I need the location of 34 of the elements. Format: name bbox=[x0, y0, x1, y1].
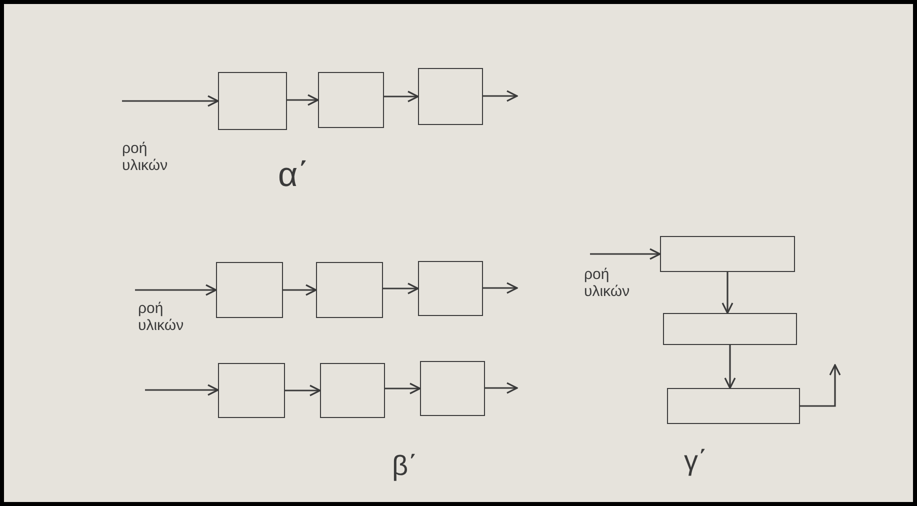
arrow bbox=[283, 284, 317, 296]
arrow bbox=[383, 282, 419, 294]
diagram-label: α΄ bbox=[278, 155, 309, 196]
empty-box bbox=[316, 262, 383, 318]
empty-box bbox=[667, 388, 800, 424]
empty-box bbox=[218, 363, 285, 418]
arrow bbox=[384, 90, 419, 102]
arrow bbox=[135, 284, 217, 296]
arrow bbox=[590, 248, 661, 260]
arrow bbox=[145, 384, 219, 396]
diagram-label: ροή υλικών bbox=[584, 266, 631, 300]
arrow bbox=[483, 90, 518, 102]
arrow bbox=[122, 95, 219, 107]
arrow bbox=[800, 364, 841, 407]
empty-box bbox=[218, 72, 287, 130]
empty-box bbox=[216, 262, 283, 318]
arrow bbox=[485, 382, 518, 394]
diagram-label: β΄ bbox=[392, 449, 418, 483]
diagram-label: γ΄ bbox=[684, 444, 708, 478]
arrow bbox=[285, 384, 321, 396]
arrow bbox=[722, 272, 734, 314]
arrow bbox=[385, 382, 421, 394]
empty-box bbox=[663, 313, 797, 345]
empty-box bbox=[420, 361, 485, 416]
diagram-label: ροή υλικών bbox=[138, 300, 185, 334]
arrow bbox=[483, 282, 518, 294]
empty-box bbox=[418, 261, 483, 316]
empty-box bbox=[418, 68, 483, 125]
arrow bbox=[724, 345, 736, 389]
diagram-label: ροή υλικών bbox=[122, 140, 169, 174]
empty-box bbox=[320, 363, 385, 418]
arrow bbox=[287, 94, 319, 106]
empty-box bbox=[318, 72, 384, 128]
empty-box bbox=[660, 236, 795, 272]
